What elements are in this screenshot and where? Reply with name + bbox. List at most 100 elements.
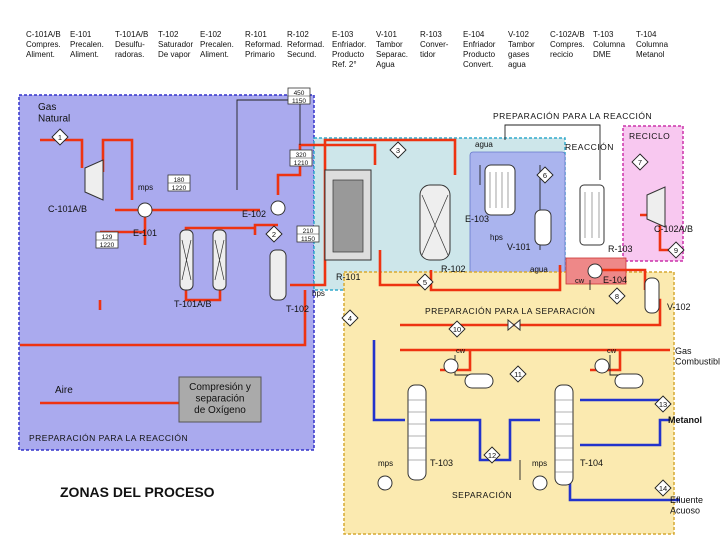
c102-label: C-102A/B: [654, 224, 693, 234]
stream-number-marker: [448, 320, 466, 338]
reflux-drum-t103: [464, 373, 494, 389]
legend-item: C-102A/B Compres. recicio: [550, 30, 585, 59]
stream-number-marker: [654, 479, 672, 497]
diagram-title: ZONAS DEL PROCESO: [60, 484, 215, 500]
legend-item: V-101 Tambor Separac. Agua: [376, 30, 409, 69]
legend-item: E-101 Precalen. Aliment.: [70, 30, 104, 59]
legend-item: R-101 Reformad. Primario: [245, 30, 283, 59]
stream-number-label: 3: [396, 146, 400, 155]
reflux-drum-t104: [614, 373, 644, 389]
cw-label: cw: [456, 346, 466, 355]
condition-pressure: 1220: [100, 242, 115, 249]
r102-label: R-102: [441, 264, 466, 274]
legend-item: T-103 Columna DME: [593, 30, 626, 59]
zone-separacion: [343, 271, 675, 535]
zone-label-reaccion-inner: REACCIÓN: [565, 142, 614, 152]
stream-number-marker: [483, 446, 501, 464]
compressor-c102: [646, 186, 666, 228]
agua-label: agua: [530, 265, 548, 274]
oxygen-separation-box: [178, 376, 262, 423]
cw-label: cw: [575, 276, 585, 285]
legend-item: E-102 Precalen. Aliment.: [200, 30, 234, 59]
legend-item: E-103 Enfriador. Producto Ref. 2°: [332, 30, 367, 69]
r101-label: R-101: [336, 272, 361, 282]
stream-number-marker: [667, 241, 685, 259]
exchanger-e101: [137, 202, 153, 218]
drum-v102: [644, 277, 660, 314]
column-t103: [407, 384, 427, 481]
stream-number-label: 8: [615, 292, 619, 301]
saturator-t102: [269, 249, 287, 301]
legend-item: T-101A/B Desulfu- radoras.: [115, 30, 149, 59]
stream-number-label: 11: [514, 370, 522, 379]
legend-item: T-104 Columna Metanol: [636, 30, 669, 59]
exchanger-e102: [270, 200, 286, 216]
condenser-t104: [594, 358, 610, 374]
stream-number-label: 14: [659, 484, 667, 493]
mps-label: mps: [378, 459, 393, 468]
stream-number-label: 2: [272, 230, 276, 239]
stream-number-label: 10: [453, 325, 461, 334]
mps-label: mps: [138, 183, 153, 192]
zone-label-reaccion-left: PREPARACIÓN PARA LA REACCIÓN: [29, 433, 188, 443]
legend-item: R-102 Reformad. Secund.: [287, 30, 325, 59]
r103-label: R-103: [608, 244, 633, 254]
t103-label: T-103: [430, 458, 453, 468]
stream-number-marker: [389, 141, 407, 159]
condition-pressure: 1210: [294, 160, 309, 167]
exchanger-e104: [587, 263, 603, 279]
e101-label: E-101: [133, 228, 157, 238]
stream-number-label: 9: [674, 246, 678, 255]
condition-temperature: 180: [174, 177, 185, 184]
t102-label: T-102: [286, 304, 309, 314]
stream-number-marker: [608, 287, 626, 305]
hps-label: hps: [490, 233, 503, 242]
condition-pressure: 1150: [292, 98, 306, 105]
compressor-c101: [84, 159, 104, 201]
zone-label-reaccion-top: PREPARACIÓN PARA LA REACCIÓN: [493, 111, 652, 121]
agua-label: agua: [475, 140, 493, 149]
valve: [507, 318, 521, 332]
stream-number-label: 7: [638, 158, 642, 167]
stream-number-label: 13: [659, 400, 667, 409]
legend-item: C-101A/B Compres. Aliment.: [26, 30, 61, 59]
reformer-r102: [419, 184, 451, 261]
stream-number-marker: [51, 128, 69, 146]
c101-label: C-101A/B: [48, 204, 87, 214]
gas-combustible-label: GasCombustible: [675, 346, 720, 366]
mps-label: mps: [532, 459, 547, 468]
condition-temperature: 129: [102, 234, 113, 241]
hps-label: hps: [312, 289, 325, 298]
condition-pressure: 1220: [172, 185, 187, 192]
stream-number-label: 12: [488, 451, 496, 460]
stream-number-marker: [265, 225, 283, 243]
equipment-legend: C-101A/B Compres. Aliment. E-101 Precalen…: [0, 0, 720, 90]
condenser-t103: [443, 358, 459, 374]
e103-label: E-103: [465, 214, 489, 224]
zone-label-reciclo: RECICLO: [629, 131, 670, 141]
condition-temperature: 320: [296, 152, 307, 159]
stream-number-label: 6: [543, 171, 547, 180]
cooler-e103: [484, 164, 516, 216]
stream-number-marker: [631, 153, 649, 171]
stream-number-marker: [509, 365, 527, 383]
condition-temperature: 210: [303, 228, 314, 235]
v102-label: V-102: [667, 302, 691, 312]
stream-number-marker: [416, 273, 434, 291]
legend-item: E-104 Enfriador Producto Convert.: [463, 30, 496, 69]
t101-label: T-101A/B: [174, 299, 212, 309]
legend-item: R-103 Conver- tidor: [420, 30, 449, 59]
v101-label: V-101: [507, 242, 531, 252]
stream-number-marker: [654, 395, 672, 413]
legend-item: V-102 Tambor gases agua: [508, 30, 535, 69]
zone-label-separacion-top: PREPARACIÓN PARA LA SEPARACIÓN: [425, 306, 595, 316]
e104-label: E-104: [603, 275, 627, 285]
stream-number-label: 4: [348, 314, 352, 323]
condition-temperature: 450: [294, 90, 305, 97]
